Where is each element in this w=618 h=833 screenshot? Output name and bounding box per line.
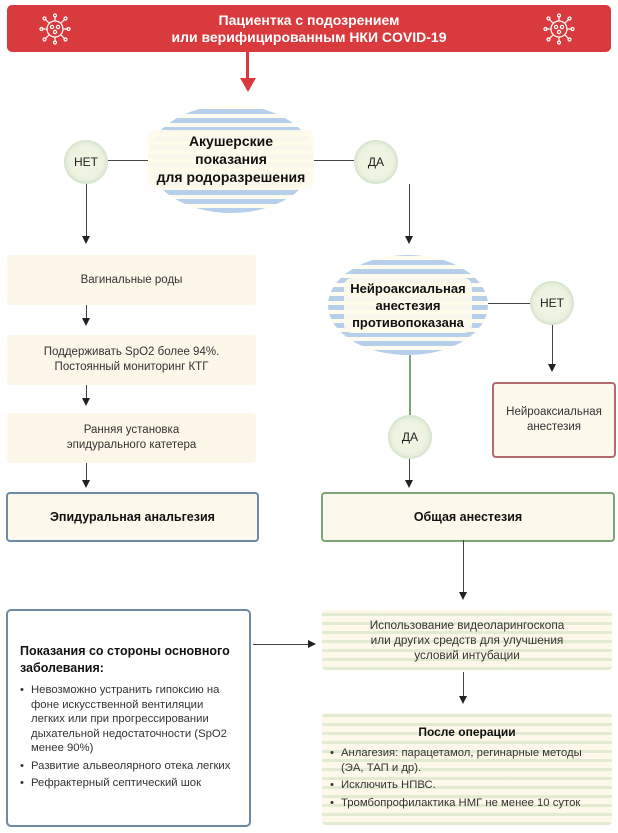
header-arrow-line xyxy=(246,52,249,80)
result-general-anesthesia: Общая анестезия xyxy=(321,492,615,542)
step3-line1: Ранняя установка xyxy=(83,424,180,436)
step2-line2: Постоянный мониторинг КТГ xyxy=(54,361,209,373)
connector xyxy=(463,672,464,696)
header-banner: Пациентка с подозрением или верифицирова… xyxy=(7,5,611,52)
virus-icon xyxy=(543,13,575,45)
indication-item: Рефрактерный септический шок xyxy=(20,776,239,791)
header-title-line1: Пациентка с подозрением xyxy=(218,11,400,28)
indication-item: Невозможно устранить гипоксию на фоне ис… xyxy=(20,683,239,756)
connector xyxy=(409,459,410,481)
decision1-line1: Акушерские показания xyxy=(188,133,274,167)
step-maintain-spo2: Поддерживать SpO2 более 94%. Постоянный … xyxy=(7,335,256,385)
decision-neuraxial-contraindicated: Нейроаксиальная анестезия противопоказан… xyxy=(328,255,488,355)
virus-icon xyxy=(39,13,71,45)
arrow-down-icon xyxy=(82,236,90,244)
indication-item: Развитие альвеолярного отека легких xyxy=(20,759,239,774)
arrow-down-icon xyxy=(82,318,90,326)
arrow-down-icon xyxy=(459,592,467,600)
no-badge: НЕТ xyxy=(530,281,574,325)
connector xyxy=(409,184,410,236)
connector xyxy=(409,355,411,415)
indications-list: Невозможно устранить гипоксию на фоне ис… xyxy=(20,683,239,791)
post-op-item: Анлагезия: парацетамол, регинарные метод… xyxy=(330,746,604,775)
arrow-down-icon xyxy=(82,398,90,406)
videolaryngoscope-line3: условий интубации xyxy=(414,647,520,662)
connector xyxy=(108,160,148,161)
no-badge: НЕТ xyxy=(64,140,108,184)
connector xyxy=(86,385,87,399)
post-op-list: Анлагезия: парацетамол, регинарные метод… xyxy=(330,746,604,810)
connector xyxy=(86,305,87,319)
post-op-item: Исключить НПВС. xyxy=(330,778,604,793)
connector xyxy=(552,325,553,365)
videolaryngoscope-line2: или других средств для улучшения xyxy=(370,632,564,647)
indications-title-line1: Показания со стороны основного xyxy=(20,644,230,658)
no-label: НЕТ xyxy=(540,296,564,310)
arrow-down-icon xyxy=(405,480,413,488)
result-neuraxial-anesthesia: Нейроаксиальная анестезия xyxy=(492,382,616,458)
decision2-line2: анестезия xyxy=(375,297,441,313)
connector xyxy=(463,540,464,592)
connector xyxy=(86,463,87,481)
arrow-right-icon xyxy=(308,640,316,648)
connector xyxy=(86,184,87,236)
step-videolaryngoscope: Использование видеоларингоскопа или друг… xyxy=(322,610,612,670)
videolaryngoscope-line1: Использование видеоларингоскопа xyxy=(369,617,565,632)
decision2-line3: противопоказана xyxy=(352,314,464,330)
step-vaginal-delivery: Вагинальные роды xyxy=(7,255,256,305)
neuraxial-line2: анестезия xyxy=(526,421,582,433)
decision2-line1: Нейроаксиальная xyxy=(350,280,466,296)
yes-label: ДА xyxy=(367,155,385,169)
yes-label: ДА xyxy=(401,430,419,444)
arrow-down-icon xyxy=(82,480,90,488)
epidural-analgesia-label: Эпидуральная анальгезия xyxy=(50,509,215,524)
step2-line1: Поддерживать SpO2 более 94%. xyxy=(43,346,220,358)
result-epidural-analgesia: Эпидуральная анальгезия xyxy=(6,492,259,542)
yes-badge: ДА xyxy=(354,140,398,184)
no-label: НЕТ xyxy=(74,155,98,169)
decision1-line2: для родоразрешения xyxy=(156,169,306,185)
step1-label: Вагинальные роды xyxy=(80,273,183,286)
connector xyxy=(488,303,530,304)
yes-badge: ДА xyxy=(388,415,432,459)
header-arrow-head xyxy=(240,78,256,92)
decision-obstetric-indications: Акушерские показания для родоразрешения xyxy=(148,105,314,213)
header-title: Пациентка с подозрением или верифицирова… xyxy=(171,12,446,46)
step3-line2: эпидурального катетера xyxy=(66,439,197,451)
arrow-down-icon xyxy=(459,696,467,704)
header-title-line2: или верифицированным НКИ COVID-19 xyxy=(171,28,447,45)
connector xyxy=(314,160,354,161)
arrow-down-icon xyxy=(405,236,413,244)
connector xyxy=(253,644,309,645)
neuraxial-line1: Нейроаксиальная xyxy=(506,406,602,418)
post-op-panel: После операции Анлагезия: парацетамол, р… xyxy=(322,713,612,825)
indications-title-line2: заболевания: xyxy=(20,661,104,675)
general-anesthesia-label: Общая анестезия xyxy=(413,509,523,524)
arrow-down-icon xyxy=(548,364,556,372)
indications-title: Показания со стороны основного заболеван… xyxy=(20,643,239,677)
post-op-title: После операции xyxy=(418,725,516,739)
step-epidural-catheter: Ранняя установка эпидурального катетера xyxy=(7,413,256,463)
post-op-item: Тромбопрофилактика НМГ не менее 10 суток xyxy=(330,796,604,811)
indications-panel: Показания со стороны основного заболеван… xyxy=(6,609,251,827)
